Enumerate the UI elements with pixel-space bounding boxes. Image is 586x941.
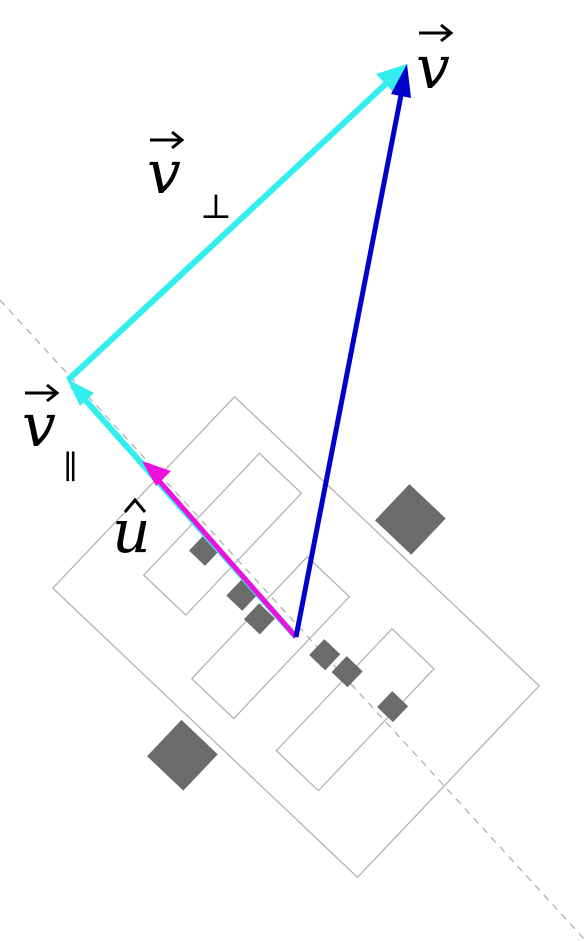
label-v: v bbox=[416, 23, 454, 103]
label-v-parallel-text: v bbox=[22, 391, 56, 461]
v-perp-arrowhead bbox=[376, 64, 407, 93]
label-v-perp-subscript: ⊥ bbox=[200, 187, 232, 227]
sensor-pad-6 bbox=[377, 691, 409, 723]
label-v-parallel-subscript: ∥ bbox=[63, 448, 78, 486]
label-u-hat-text: u bbox=[112, 497, 151, 567]
v-perp-vector bbox=[65, 77, 393, 383]
label-u-hat: u bbox=[112, 497, 151, 567]
label-v-parallel-arrow bbox=[25, 383, 60, 403]
u-hat-arrowhead bbox=[142, 461, 171, 486]
v-arrowhead bbox=[391, 64, 411, 98]
device-body bbox=[51, 395, 541, 879]
label-v-perp: v ⊥ bbox=[147, 130, 232, 227]
label-v-perp-text: v bbox=[147, 138, 181, 208]
projection-axis-line bbox=[0, 299, 586, 941]
label-v-parallel: v ∥ bbox=[22, 383, 78, 486]
label-v-arrow bbox=[419, 23, 454, 43]
inner-slot-1 bbox=[142, 452, 303, 617]
sensor-pad-3 bbox=[243, 603, 276, 635]
label-v-text: v bbox=[416, 33, 450, 103]
u-hat-vector bbox=[152, 473, 298, 639]
side-tab-top bbox=[374, 484, 446, 555]
side-tab-bottom bbox=[147, 719, 218, 791]
sensor-pad-4 bbox=[309, 639, 341, 671]
v-vector bbox=[293, 89, 405, 638]
sensor-pad-5 bbox=[331, 656, 363, 688]
label-v-perp-arrow bbox=[150, 130, 185, 150]
inner-slot-3 bbox=[275, 627, 435, 792]
v-parallel-arrowhead bbox=[67, 379, 94, 406]
label-u-hat-caret bbox=[123, 497, 147, 513]
inner-slot-2 bbox=[190, 555, 351, 720]
